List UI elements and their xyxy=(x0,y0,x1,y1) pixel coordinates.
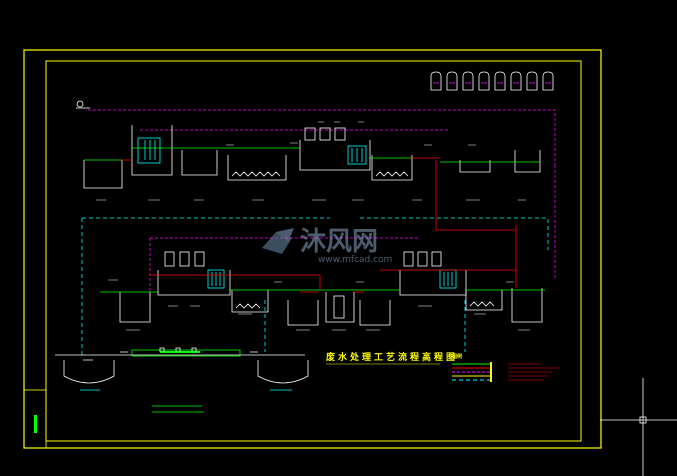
bottom-sludge-row xyxy=(55,347,309,413)
crosshair-cursor-icon xyxy=(600,378,677,476)
watermark-brand: 沐风网 xyxy=(300,227,378,257)
cad-tank-icon xyxy=(526,71,538,91)
top-process-row xyxy=(76,100,556,280)
cad-tank-icon xyxy=(494,71,506,91)
cad-tank-icon xyxy=(430,71,442,91)
legend-heading: 图例 xyxy=(452,353,462,360)
cad-tank-icon xyxy=(446,71,458,91)
watermark-url: www.mfcad.com xyxy=(318,255,392,265)
line-legend xyxy=(452,362,560,382)
cad-tank-icon xyxy=(542,71,554,91)
tank-icon-row xyxy=(430,71,554,91)
cad-tank-icon xyxy=(462,71,474,91)
title-block-strip xyxy=(23,389,47,449)
cad-tank-icon xyxy=(510,71,522,91)
watermark: 沐风网 www.mfcad.com xyxy=(262,227,392,265)
middle-process-row xyxy=(81,217,549,355)
cad-tank-icon xyxy=(478,71,490,91)
drawing-title: 废水处理工艺流程高程图 xyxy=(326,351,458,363)
outer-frame xyxy=(23,49,602,449)
title-block-mark xyxy=(34,415,37,433)
inner-frame xyxy=(45,60,582,442)
